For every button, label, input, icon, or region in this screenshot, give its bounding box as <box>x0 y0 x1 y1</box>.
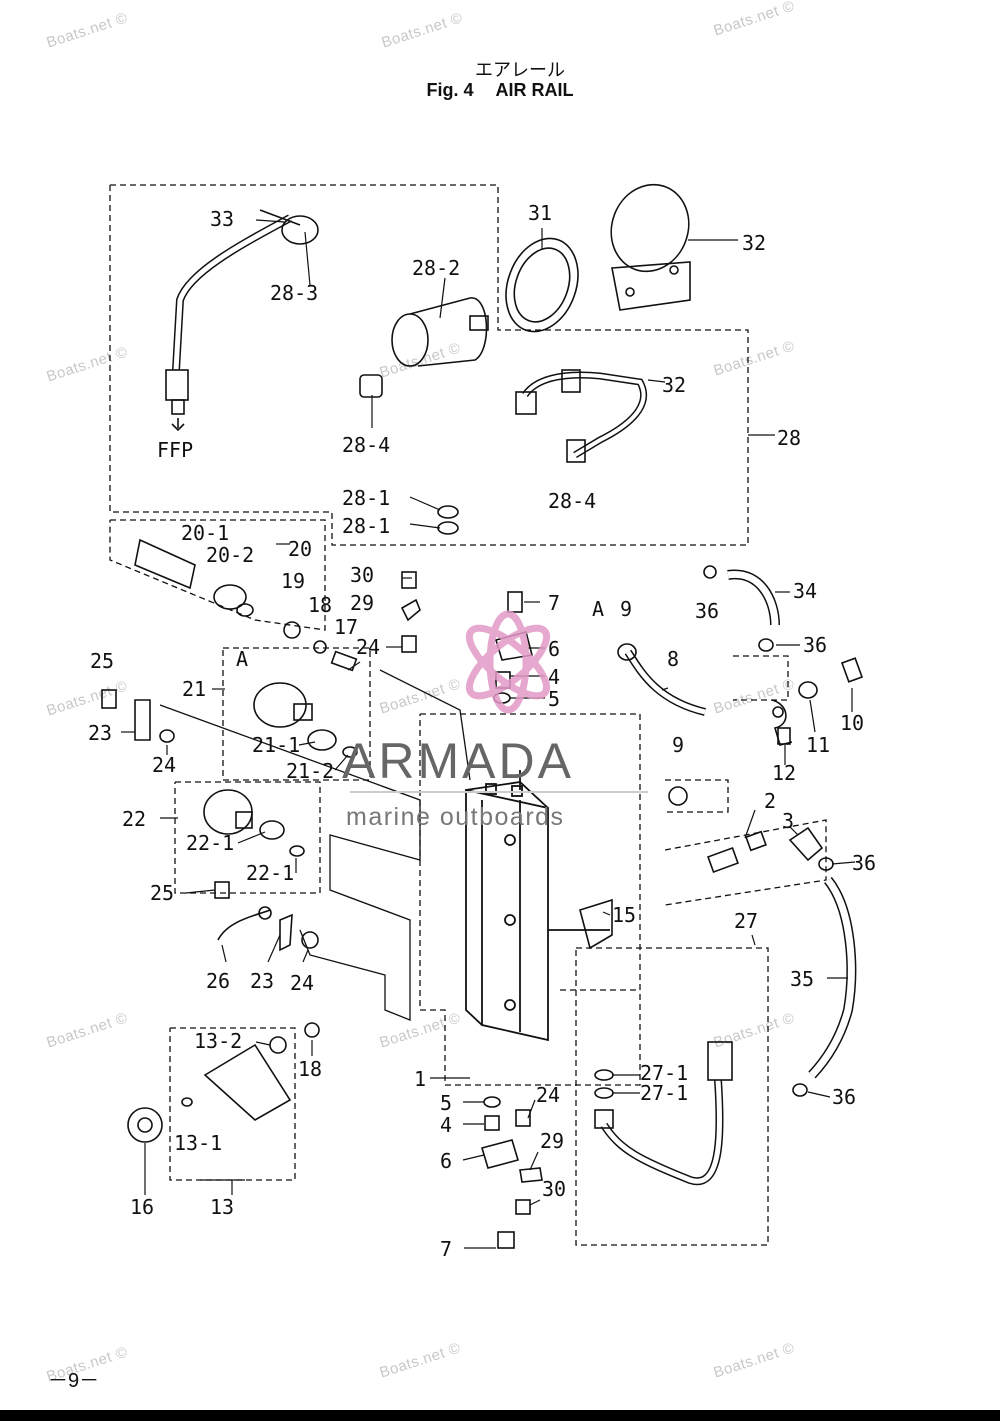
callout-29: 29 <box>540 1129 564 1153</box>
callout-22-1: 22-1 <box>246 861 294 885</box>
callout-28-4: 28-4 <box>342 433 390 457</box>
callout-3: 3 <box>782 809 794 833</box>
callout-28-2: 28-2 <box>412 256 460 280</box>
callout-28-3: 28-3 <box>270 281 318 305</box>
callout-30: 30 <box>350 563 374 587</box>
callout-20-1: 20-1 <box>181 521 229 545</box>
callouts: 33 28-3 28-2 28-4 FFP 31 32 32 28 28-1 2… <box>88 201 876 1261</box>
callout-5: 5 <box>440 1091 452 1115</box>
callout-28: 28 <box>777 426 801 450</box>
callout-36: 36 <box>852 851 876 875</box>
callout-28-1: 28-1 <box>342 486 390 510</box>
callout-35: 35 <box>790 967 814 991</box>
figure-title: Fig. 4 AIR RAIL <box>0 80 1000 101</box>
callout-13-1: 13-1 <box>174 1131 222 1155</box>
callout-21: 21 <box>182 677 206 701</box>
callout-25: 25 <box>90 649 114 673</box>
callout-a: A <box>236 647 248 671</box>
callout-2: 2 <box>764 789 776 813</box>
callout-26: 26 <box>206 969 230 993</box>
callout-34: 34 <box>793 579 817 603</box>
armada-watermark-subtitle: marine outboards <box>346 803 565 831</box>
callout-33: 33 <box>210 207 234 231</box>
callout-28-4: 28-4 <box>548 489 596 513</box>
callout-23: 23 <box>250 969 274 993</box>
callout-28-1: 28-1 <box>342 514 390 538</box>
callout-20-2: 20-2 <box>206 543 254 567</box>
callout-21-1: 21-1 <box>252 733 300 757</box>
callout-24: 24 <box>356 635 380 659</box>
callout-7: 7 <box>440 1237 452 1261</box>
callout-13-2: 13-2 <box>194 1029 242 1053</box>
title-japanese: エアレール <box>475 60 565 81</box>
page-number: －9－ <box>48 1370 100 1392</box>
callout-27-1: 27-1 <box>640 1081 688 1105</box>
callout-21-2: 21-2 <box>286 759 334 783</box>
callout-6: 6 <box>548 637 560 661</box>
leader-lines <box>121 219 856 1249</box>
callout-12: 12 <box>772 761 796 785</box>
callout-32: 32 <box>742 231 766 255</box>
figure-number: Fig. 4 <box>426 80 474 100</box>
callout-10: 10 <box>840 711 864 735</box>
callout-1: 1 <box>414 1067 426 1091</box>
callout-27-1: 27-1 <box>640 1061 688 1085</box>
bottom-edge-bar <box>0 1410 1000 1421</box>
callout-36: 36 <box>832 1085 856 1109</box>
callout-22-1: 22-1 <box>186 831 234 855</box>
figure-name: AIR RAIL <box>495 80 574 100</box>
callout-24: 24 <box>290 971 314 995</box>
callout-18: 18 <box>298 1057 322 1081</box>
group-boundaries <box>109 184 827 1246</box>
callout-7: 7 <box>548 591 560 615</box>
callout-16: 16 <box>130 1195 154 1219</box>
callout-8: 8 <box>667 647 679 671</box>
callout-27: 27 <box>734 909 758 933</box>
callout-24: 24 <box>536 1083 560 1107</box>
callout-11: 11 <box>806 733 830 757</box>
callout-4: 4 <box>548 665 560 689</box>
callout-9: 9 <box>672 733 684 757</box>
armada-logo-icon <box>465 610 551 714</box>
callout-29: 29 <box>350 591 374 615</box>
fuel-filter <box>359 297 489 398</box>
callout-9: 9 <box>620 597 632 621</box>
callout-24: 24 <box>152 753 176 777</box>
callout-4: 4 <box>440 1113 452 1137</box>
callout-32: 32 <box>662 373 686 397</box>
callout-23: 23 <box>88 721 112 745</box>
callout-30: 30 <box>542 1177 566 1201</box>
callout-36: 36 <box>803 633 827 657</box>
callout-19: 19 <box>281 569 305 593</box>
callout-22: 22 <box>122 807 146 831</box>
callout-5: 5 <box>548 687 560 711</box>
armada-watermark: ARMADA <box>342 733 574 789</box>
callout-13: 13 <box>210 1195 234 1219</box>
callout-a: A <box>592 597 604 621</box>
callout-31: 31 <box>528 201 552 225</box>
callout-ffp: FFP <box>157 438 193 462</box>
air-rail-body <box>465 770 610 1042</box>
callout-17: 17 <box>334 615 358 639</box>
callout-6: 6 <box>440 1149 452 1173</box>
callout-25: 25 <box>150 881 174 905</box>
callout-20: 20 <box>288 537 312 561</box>
callout-15: 15 <box>612 903 636 927</box>
callout-36: 36 <box>695 599 719 623</box>
callout-18: 18 <box>308 593 332 617</box>
